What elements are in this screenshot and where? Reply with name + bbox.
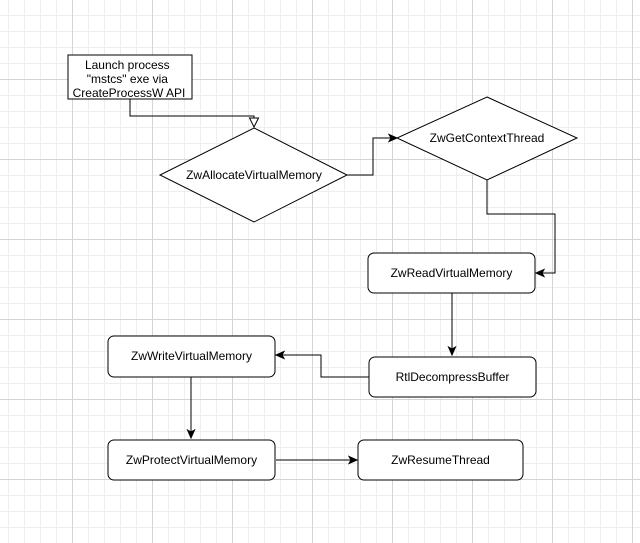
- edge-decompress-to-write: [276, 355, 369, 378]
- zw-get-context-thread-label: ZwGetContextThread: [430, 131, 545, 145]
- node-zw-protect-virtual-memory[interactable]: ZwProtectVirtualMemory: [107, 439, 276, 481]
- edge-getctx-to-read: [486, 180, 556, 273]
- launch-line-1: Launch process: [85, 58, 170, 72]
- node-zw-resume-thread[interactable]: ZwResumeThread: [357, 439, 524, 481]
- node-launch-process[interactable]: Launch process "mstcs" exe via CreatePro…: [67, 54, 193, 100]
- launch-line-3: CreateProcessW API: [73, 86, 186, 100]
- zw-resume-thread-label: ZwResumeThread: [391, 453, 490, 467]
- zw-allocate-virtual-memory-label: ZwAllocateVirtualMemory: [186, 168, 322, 182]
- edge-launch-to-alloc: [129, 99, 260, 129]
- node-zw-get-context-thread[interactable]: ZwGetContextThread: [395, 96, 579, 181]
- node-zw-write-virtual-memory[interactable]: ZwWriteVirtualMemory: [107, 335, 276, 378]
- node-zw-read-virtual-memory[interactable]: ZwReadVirtualMemory: [367, 252, 536, 294]
- node-zw-allocate-virtual-memory[interactable]: ZwAllocateVirtualMemory: [158, 127, 349, 223]
- edge-alloc-to-getctx: [347, 138, 397, 176]
- node-rtl-decompress-buffer[interactable]: RtlDecompressBuffer: [368, 356, 537, 398]
- svg-text:Launch process "mstcs" e: Launch process "mstcs" exe via CreatePro…: [73, 58, 186, 100]
- zw-protect-virtual-memory-label: ZwProtectVirtualMemory: [126, 453, 257, 467]
- launch-line-2: "mstcs" exe via: [87, 72, 169, 86]
- zw-write-virtual-memory-label: ZwWriteVirtualMemory: [131, 349, 252, 363]
- rtl-decompress-buffer-label: RtlDecompressBuffer: [396, 370, 510, 384]
- zw-read-virtual-memory-label: ZwReadVirtualMemory: [391, 266, 513, 280]
